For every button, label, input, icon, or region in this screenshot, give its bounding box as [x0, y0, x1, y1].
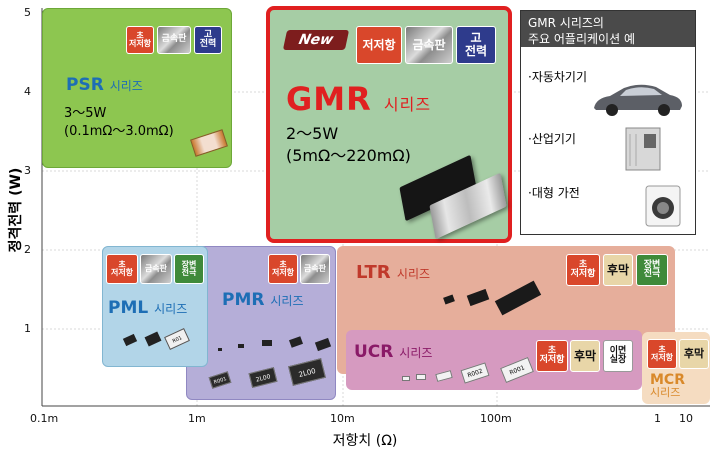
y-tick-label: 3 [24, 164, 31, 177]
badge-long-side-electrode: 장변 전극 [636, 254, 668, 286]
x-tick-label: 10 [679, 412, 693, 425]
badge-super-low-resistance: 초 저저항 [647, 339, 677, 369]
region-title-psr: PSR 시리즈 [66, 75, 143, 95]
x-tick-label: 100m [480, 412, 512, 425]
series-name: UCR [354, 342, 394, 362]
badge-thick-film: 후막 [679, 339, 709, 369]
application-item: ·대형 가전 [528, 186, 580, 200]
component-marking: R001 [508, 364, 526, 377]
application-item: ·산업기기 [528, 132, 576, 146]
badge-thick-film: 후막 [570, 340, 600, 372]
series-suffix: 시리즈 [396, 267, 431, 281]
series-suffix: 시리즈 [399, 346, 433, 360]
badge-metal-plate: 금속판 [405, 26, 453, 64]
gmr-power: 2～5W [286, 124, 339, 143]
component-marking: 2L00 [255, 373, 272, 384]
y-tick-label: 2 [24, 243, 31, 256]
region-title-ucr: UCR 시리즈 [354, 342, 432, 362]
resistor-image [238, 344, 244, 348]
new-label: New [282, 30, 350, 50]
badge-super-low-resistance: 초 저저항 [106, 254, 138, 284]
component-marking: 2L00 [297, 367, 317, 379]
badge-thick-film: 후막 [603, 254, 633, 286]
badge-low-resistance: 저저항 [356, 26, 402, 64]
badge-back-mount: 이면 실장 [603, 340, 633, 372]
series-name: PML [108, 298, 149, 318]
region-title-ltr: LTR 시리즈 [356, 262, 430, 283]
applications-title-1: GMR 시리즈의 [528, 16, 604, 30]
washing-machine-icon [645, 185, 681, 227]
region-title-pml: PML 시리즈 [108, 298, 187, 318]
series-suffix: 시리즈 [154, 302, 188, 316]
series-suffix: 시리즈 [270, 294, 304, 308]
badge-metal-plate: 금속판 [300, 254, 330, 284]
car-icon [594, 84, 682, 116]
resistor-image [218, 348, 222, 351]
resistor-image [416, 374, 426, 380]
resistor-image [262, 340, 272, 346]
industrial-equipment-icon [625, 127, 661, 171]
badge-metal-plate: 금속판 [140, 254, 172, 284]
applications-title-2: 주요 어플리케이션 예 [528, 32, 635, 46]
y-tick-label: 5 [24, 6, 31, 19]
badge-super-low-resistance: 초 저저항 [536, 340, 568, 372]
series-suffix: 시리즈 [383, 95, 432, 114]
badge-super-low-resistance: 초 저저항 [126, 26, 154, 54]
x-tick-label: 1 [654, 412, 661, 425]
series-name: PMR [222, 290, 265, 310]
x-axis-label: 저항치 (Ω) [332, 433, 398, 449]
y-tick-label: 4 [24, 85, 31, 98]
badge-long-side-electrode: 장변 전극 [174, 254, 204, 284]
y-axis-label: 정격전력 (W) [8, 167, 24, 253]
y-tick-label: 1 [24, 322, 31, 335]
x-tick-label: 1m [188, 412, 206, 425]
x-tick-label: 0.1m [30, 412, 59, 425]
series-name: GMR [286, 80, 372, 118]
component-marking: R001 [213, 376, 228, 386]
gmr-range: (5mΩ～220mΩ) [286, 146, 411, 165]
region-title-pmr: PMR 시리즈 [222, 290, 304, 310]
series-suffix: 시리즈 [109, 79, 143, 93]
badge-metal-plate: 금속판 [157, 26, 191, 54]
region-title-gmr: GMR 시리즈 [286, 80, 431, 118]
psr-power: 3～5W [64, 106, 107, 121]
psr-range: (0.1mΩ～3.0mΩ) [64, 124, 174, 139]
series-name: PSR [66, 75, 104, 95]
series-name: LTR [356, 262, 391, 283]
badge-super-low-resistance: 초 저저항 [566, 254, 600, 286]
series-suffix: 시리즈 [650, 386, 681, 399]
x-tick-label: 10m [330, 412, 355, 425]
badge-high-power: 고 전력 [194, 26, 222, 54]
badge-super-low-resistance: 초 저저항 [268, 254, 298, 284]
region-title-mcr: MCR 시리즈 [650, 373, 685, 398]
application-item: ·자동차기기 [528, 70, 588, 84]
applications-header [521, 11, 695, 47]
resistor-image [402, 376, 410, 381]
series-name: MCR [650, 372, 685, 388]
component-marking: R01 [171, 335, 184, 345]
badge-high-power: 고 전력 [456, 26, 496, 64]
component-marking: R002 [466, 367, 484, 380]
